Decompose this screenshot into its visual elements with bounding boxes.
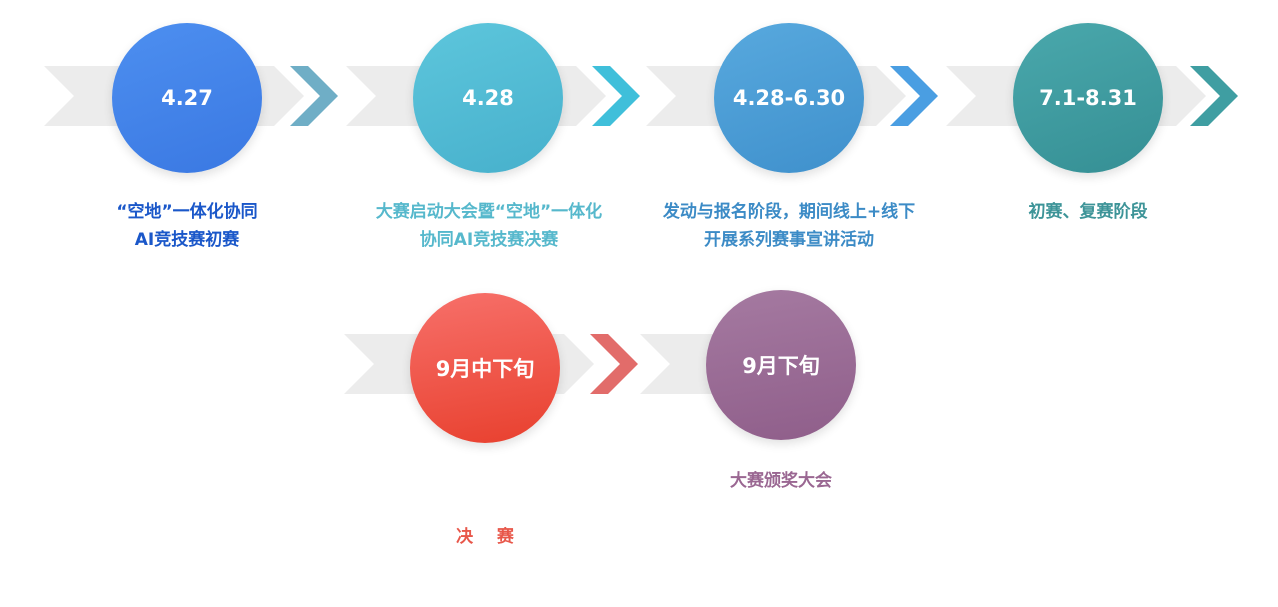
milestone-circle-2: 4.28	[413, 23, 563, 173]
caption-line: 开展系列赛事宣讲活动	[704, 230, 874, 250]
timeline-diagram: 4.27 4.28 4.28-6.30 7.1-8.31 9月中下旬 9月下旬 …	[37, 23, 1238, 547]
milestone-caption-6: 大赛颁奖大会	[681, 467, 881, 495]
milestone-circle-3: 4.28-6.30	[714, 23, 864, 173]
caption-line: 发动与报名阶段，期间线上+线下	[662, 202, 916, 222]
milestone-date-2: 4.28	[462, 86, 514, 110]
caption-line: 协同AI竞技赛决赛	[419, 230, 559, 250]
caption-line: 大赛启动大会暨“空地”一体化	[375, 202, 603, 222]
caption-line: “空地”一体化协同	[116, 202, 258, 222]
milestone-date-5: 9月中下旬	[435, 357, 535, 381]
caption-line: 大赛颁奖大会	[730, 471, 832, 491]
arrow-chevron-4	[1190, 66, 1238, 126]
arrow-chevron-1	[290, 66, 338, 126]
caption-line: AI竞技赛初赛	[134, 230, 240, 250]
caption-line: 决 赛	[456, 527, 514, 547]
caption-line: 初赛、复赛阶段	[1028, 202, 1148, 222]
milestone-circle-6: 9月下旬	[706, 290, 856, 440]
arrow-chevron-5	[590, 334, 638, 394]
milestone-caption-4: 初赛、复赛阶段	[938, 198, 1238, 226]
milestone-date-4: 7.1-8.31	[1039, 86, 1137, 110]
arrow-chevron-3	[890, 66, 938, 126]
milestone-date-1: 4.27	[161, 86, 213, 110]
milestone-circle-5: 9月中下旬	[410, 293, 560, 443]
milestone-date-6: 9月下旬	[742, 354, 820, 378]
milestone-date-3: 4.28-6.30	[732, 86, 846, 110]
milestone-caption-3: 发动与报名阶段，期间线上+线下 开展系列赛事宣讲活动	[634, 198, 944, 254]
arrow-chevron-2	[592, 66, 640, 126]
milestone-caption-5: 决 赛	[385, 467, 585, 607]
milestone-circle-4: 7.1-8.31	[1013, 23, 1163, 173]
milestone-caption-2: 大赛启动大会暨“空地”一体化 协同AI竞技赛决赛	[334, 198, 644, 254]
milestone-caption-1: “空地”一体化协同 AI竞技赛初赛	[37, 198, 337, 254]
milestone-circle-1: 4.27	[112, 23, 262, 173]
